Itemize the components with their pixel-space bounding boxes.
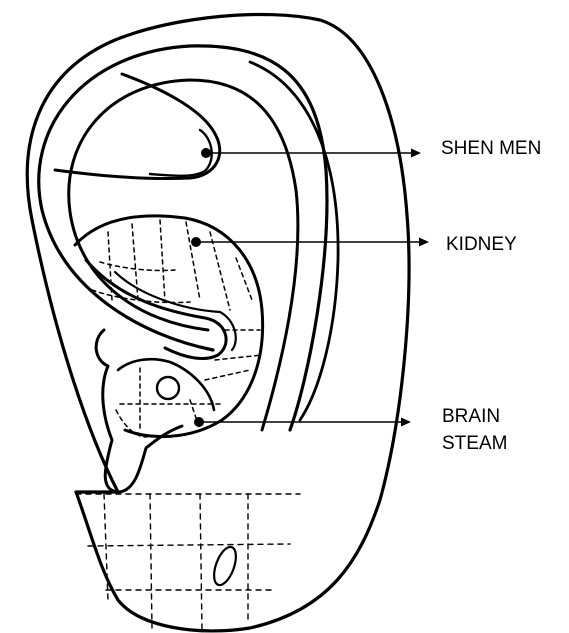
- lobe-oval: [210, 544, 241, 588]
- brain-steam-label-line-1: BRAIN: [442, 403, 507, 430]
- brain-steam-label-line-2: STEAM: [442, 430, 507, 457]
- brain-steam-label: BRAIN STEAM: [442, 403, 507, 457]
- brain-steam-point: [194, 417, 204, 427]
- kidney-arrowhead: [419, 238, 429, 247]
- concha-oval: [157, 377, 179, 399]
- shen-men-arrowhead: [411, 149, 421, 158]
- antitragus: [118, 359, 214, 410]
- helix-crus: [86, 260, 226, 359]
- tragus: [96, 330, 182, 492]
- lobe-grid: [76, 494, 300, 630]
- kidney-point: [191, 237, 201, 247]
- kidney-label: KIDNEY: [446, 231, 517, 258]
- shen-men-label: SHEN MEN: [441, 135, 541, 162]
- concha-zone-grid: [92, 220, 262, 437]
- shen-men-point: [201, 148, 211, 158]
- brain-steam-arrowhead: [401, 418, 411, 427]
